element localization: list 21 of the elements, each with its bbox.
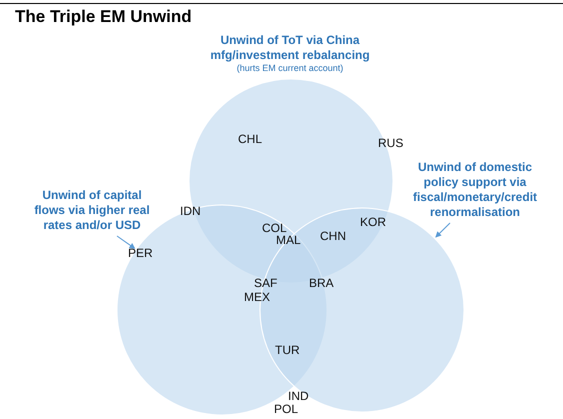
- title: The Triple EM Unwind: [15, 7, 192, 27]
- subheading-text: (hurts EM current account): [236, 63, 344, 74]
- country-code: IDN: [180, 204, 201, 218]
- country-code: SAF: [254, 276, 278, 290]
- country-code: POL: [274, 402, 298, 416]
- country-code: MAL: [276, 233, 301, 247]
- country-code: KOR: [360, 215, 386, 229]
- country-code: PER: [128, 246, 153, 260]
- country-code: TUR: [275, 343, 300, 357]
- heading-text: Unwind of capital flows via higher real rates and/or USD: [32, 188, 152, 233]
- country-code: RUS: [378, 136, 404, 150]
- country-code: CHN: [320, 229, 346, 243]
- country-code: COL: [262, 221, 287, 235]
- heading-text: Unwind of domestic policy support via fiscal/monetary/credit renormalisation: [400, 160, 550, 220]
- country-code: MEX: [244, 290, 270, 304]
- leader-arrow: [116, 236, 136, 249]
- country-code: BRA: [309, 276, 334, 290]
- heading-text: Unwind of ToT via China mfg/investment rebalancing: [209, 33, 371, 63]
- country-code: IND: [288, 389, 309, 403]
- leader-arrow: [435, 222, 450, 238]
- country-code: CHL: [238, 132, 262, 146]
